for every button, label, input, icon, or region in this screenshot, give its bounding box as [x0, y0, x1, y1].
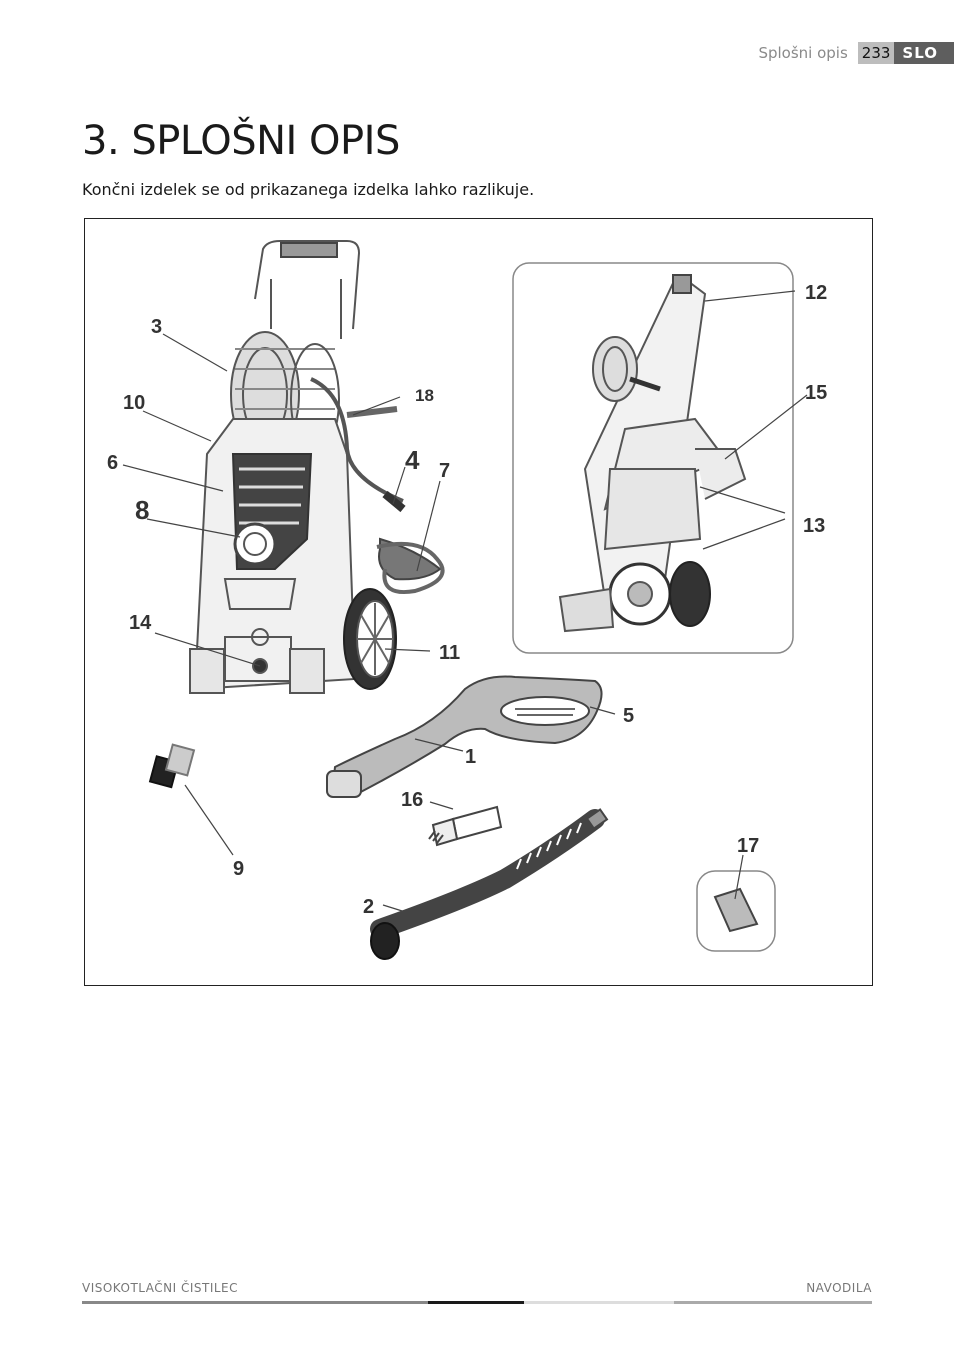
- label-10: 10: [123, 392, 145, 414]
- washer-front-illustration: [189, 240, 442, 694]
- label-2: 2: [363, 896, 374, 918]
- label-6: 6: [107, 452, 118, 474]
- label-15: 15: [805, 382, 827, 404]
- footer-bar-mid: [82, 1301, 428, 1304]
- footer-bar-dark: [428, 1301, 524, 1304]
- footer-product-name: VISOKOTLAČNI ČISTILEC: [82, 1281, 239, 1295]
- footer-bar-light: [524, 1301, 674, 1304]
- grease-tube-illustration: [428, 805, 503, 847]
- label-12: 12: [805, 282, 827, 304]
- header-language-tag: SLO: [894, 42, 954, 64]
- detergent-nozzle-illustration: [148, 743, 196, 789]
- footer-doc-type: NAVODILA: [806, 1281, 872, 1295]
- spray-gun-illustration: [326, 675, 603, 798]
- label-9: 9: [233, 858, 244, 880]
- label-11: 11: [439, 642, 460, 664]
- pressure-washer-diagram: 1 2 3 4 5 6 7 8 9 10 11 12 13 14 15 16 1…: [107, 240, 827, 960]
- hose-coil-illustration: [376, 541, 445, 594]
- label-18: 18: [415, 386, 434, 405]
- lance-illustration: [370, 808, 609, 960]
- label-5: 5: [623, 705, 634, 727]
- label-1: 1: [465, 746, 476, 768]
- footer-bar-mid-right: [674, 1301, 872, 1304]
- label-3: 3: [151, 316, 162, 338]
- leader-lines: [122, 290, 808, 916]
- label-8: 8: [135, 495, 149, 525]
- label-16: 16: [401, 789, 423, 811]
- page-header: Splošni opis 233 SLO: [758, 42, 954, 64]
- header-page-number: 233: [857, 42, 895, 64]
- label-17: 17: [737, 835, 759, 857]
- page-title: 3. SPLOŠNI OPIS: [82, 118, 400, 164]
- label-4: 4: [405, 445, 420, 475]
- adjustable-nozzle-illustration: [696, 870, 776, 952]
- page-subtitle: Končni izdelek se od prikazanega izdelka…: [82, 180, 535, 199]
- header-section-name: Splošni opis: [758, 44, 848, 62]
- figure-frame: 1 2 3 4 5 6 7 8 9 10 11 12 13 14 15 16 1…: [84, 218, 873, 986]
- label-13: 13: [803, 515, 825, 537]
- label-7: 7: [439, 460, 450, 482]
- label-14: 14: [129, 612, 152, 634]
- washer-side-illustration: [512, 262, 794, 654]
